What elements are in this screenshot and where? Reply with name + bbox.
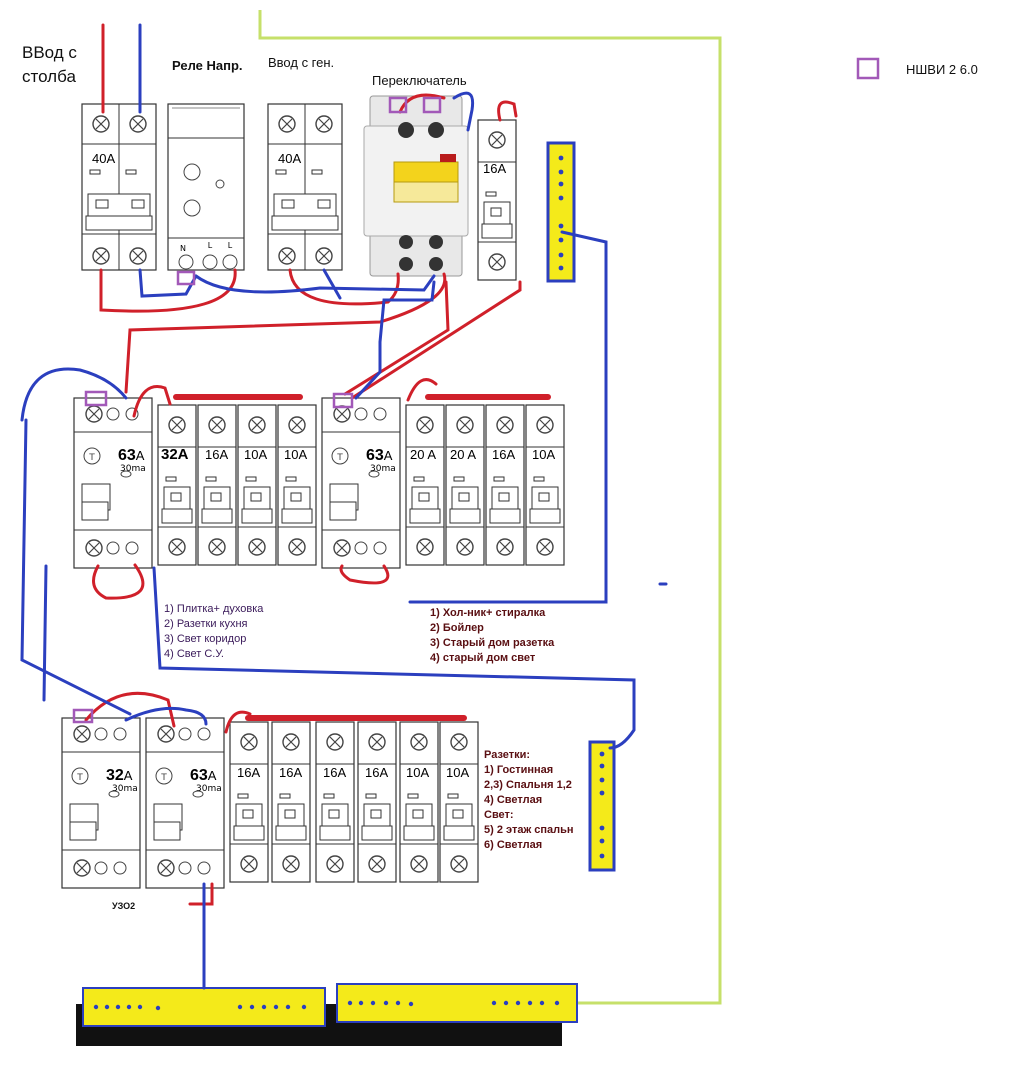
group-2-breaker-3: 16A <box>492 447 515 462</box>
rcd-2 <box>322 398 400 568</box>
rcd-4-sensitivity: 30ma <box>196 784 222 794</box>
group-1-note-3: 3) Свет коридор <box>164 633 246 645</box>
relay-terminal-n: N <box>180 244 186 253</box>
label-input-pole-line1: ВВод с <box>22 43 77 62</box>
label-changeover-switch: Переключатель <box>372 73 467 88</box>
group-3-breaker-6: 10A <box>446 765 469 780</box>
changeover-switch <box>363 95 469 277</box>
main-breaker-rating: 40A <box>92 151 115 166</box>
rcd-4-rating: 63A <box>190 767 217 784</box>
single-breaker-rating: 16A <box>483 161 506 176</box>
group-1-breaker-3: 10A <box>244 447 267 462</box>
generator-breaker <box>267 103 343 271</box>
group-3-note-5: Свет: <box>484 809 514 821</box>
group-1-breaker-1: 32A <box>161 446 189 463</box>
rcd-3 <box>62 718 140 888</box>
bottom-bus-bar-left <box>82 987 326 1027</box>
group-1-breaker-4: 10A <box>284 447 307 462</box>
group-1-note-2: 2) Разетки кухня <box>164 618 248 630</box>
group-3-breaker-3: 16A <box>323 765 346 780</box>
group-2-note-1: 1) Хол-ник+ стиралка <box>430 607 546 619</box>
group-2-note-4: 4) старый дом свет <box>430 652 536 664</box>
group-3-breaker-4: 16A <box>365 765 388 780</box>
rcd-2-sensitivity: 30ma <box>370 464 396 474</box>
single-breaker <box>478 120 516 280</box>
group-3-breaker-1: 16A <box>237 765 260 780</box>
label-input-pole-line2: столба <box>22 67 76 86</box>
group-3-breakers <box>230 722 478 882</box>
group-3-note-7: 6) Светлая <box>484 839 542 851</box>
rcd-3-caption: УЗО2 <box>112 901 135 911</box>
ferrules <box>72 96 442 724</box>
group-3-note-6: 5) 2 этаж спальн <box>484 824 574 836</box>
group-2-note-3: 3) Старый дом разетка <box>430 637 555 649</box>
group-3-breaker-5: 10A <box>406 765 429 780</box>
rcd-2-rating: 63A <box>366 447 393 464</box>
group-2-breaker-4: 10A <box>532 447 555 462</box>
rcd-3-sensitivity: 30ma <box>112 784 138 794</box>
generator-breaker-rating: 40A <box>278 151 301 166</box>
legend-label: НШВИ 2 6.0 <box>906 62 978 77</box>
group-3-notes: Разетки: 1) Гостинная 2,3) Спальня 1,2 4… <box>484 749 574 851</box>
bottom-bus-bar-right <box>336 983 578 1023</box>
main-breaker <box>81 103 157 271</box>
group-2-breakers <box>406 405 564 565</box>
group-1-note-1: 1) Плитка+ духовка <box>164 603 264 615</box>
label-input-pole: ВВод с столба <box>22 43 77 86</box>
group-2-breaker-2: 20 A <box>450 447 476 462</box>
group-3-note-2: 1) Гостинная <box>484 764 553 776</box>
group-3-note-3: 2,3) Спальня 1,2 <box>484 779 572 791</box>
relay-terminal-l1: L <box>208 241 213 250</box>
ground-wire <box>258 10 722 1005</box>
group-3-breaker-2: 16A <box>279 765 302 780</box>
legend-ferrule-icon <box>856 57 880 80</box>
group-1-note-4: 4) Свет С.У. <box>164 648 224 660</box>
label-voltage-relay: Реле Напр. <box>172 58 243 73</box>
group-1-notes: 1) Плитка+ духовка 2) Разетки кухня 3) С… <box>164 603 264 660</box>
rcd-1 <box>74 398 152 568</box>
rcd-1-sensitivity: 30ma <box>120 464 146 474</box>
group-2-breaker-1: 20 A <box>410 447 436 462</box>
group-1-breakers <box>158 405 316 565</box>
group-1-breaker-2: 16A <box>205 447 228 462</box>
rcd-1-rating: 63A <box>118 447 145 464</box>
rcd-4 <box>146 718 224 888</box>
rcd-3-rating: 32A <box>106 767 133 784</box>
right-bus-bar <box>588 740 616 872</box>
label-input-generator: Ввод с ген. <box>268 55 334 70</box>
neutral-wires <box>20 23 668 990</box>
top-bus-bar <box>546 141 576 283</box>
group-2-notes: 1) Хол-ник+ стиралка 2) Бойлер 3) Старый… <box>430 607 555 664</box>
group-3-note-1: Разетки: <box>484 749 530 761</box>
relay-terminal-l2: L <box>228 241 233 250</box>
phase-wires <box>84 23 551 906</box>
group-2-note-2: 2) Бойлер <box>430 622 484 634</box>
group-3-note-4: 4) Светлая <box>484 794 542 806</box>
voltage-relay <box>167 103 245 271</box>
